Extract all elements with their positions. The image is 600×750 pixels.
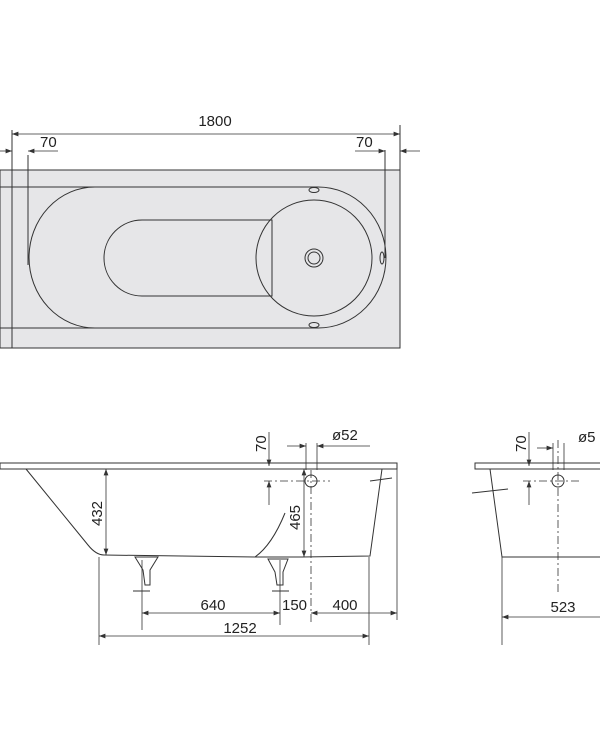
grip-icon xyxy=(308,187,320,193)
drain-area xyxy=(255,199,373,317)
dim-70-left: 70 xyxy=(40,134,57,151)
foot-left xyxy=(133,556,159,630)
dim-432: 432 xyxy=(89,501,106,526)
dim-523: 523 xyxy=(550,599,575,616)
end-body xyxy=(489,468,600,558)
basin-outline xyxy=(28,186,387,329)
tub-rim xyxy=(0,169,401,349)
end-rim xyxy=(474,462,600,470)
dim-1252: 1252 xyxy=(223,620,256,637)
dim-70: 70 xyxy=(513,435,530,452)
side-rim xyxy=(0,462,398,470)
inner-basin xyxy=(103,219,273,297)
dim-70: 70 xyxy=(253,435,270,452)
dim-400: 400 xyxy=(332,597,357,614)
dim-70-right: 70 xyxy=(356,134,373,151)
dim-640: 640 xyxy=(200,597,225,614)
drain-icon xyxy=(304,248,324,268)
dim-465: 465 xyxy=(287,505,304,530)
overflow-icon xyxy=(379,251,385,265)
grip-icon xyxy=(308,322,320,328)
dim-overflow-diameter: ø52 xyxy=(332,427,358,444)
side-body xyxy=(25,468,383,558)
foot-right xyxy=(267,558,289,625)
end-view: ø5 70 523 xyxy=(471,429,600,645)
dim-overflow-diameter: ø5 xyxy=(578,429,596,446)
dim-150: 150 xyxy=(282,597,307,614)
side-view: ø52 70 432 465 640 150 400 1252 xyxy=(0,427,398,645)
top-view: 1800 70 70 xyxy=(0,113,420,349)
dim-1800: 1800 xyxy=(198,113,231,130)
